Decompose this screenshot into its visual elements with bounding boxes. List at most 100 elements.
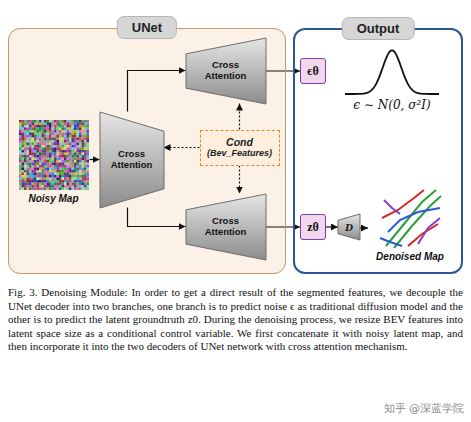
noise-pixel bbox=[49, 187, 52, 190]
attention-block: Cross Attention bbox=[100, 112, 164, 208]
noise-pixel bbox=[56, 152, 59, 155]
noise-pixel bbox=[76, 127, 79, 130]
noise-pixel bbox=[84, 170, 87, 173]
noise-pixel bbox=[74, 150, 77, 153]
noise-pixel bbox=[36, 120, 39, 123]
noise-pixel bbox=[66, 152, 69, 155]
noise-pixel bbox=[36, 132, 39, 135]
noise-pixel bbox=[79, 155, 82, 158]
noise-pixel bbox=[61, 152, 64, 155]
noise-pixel bbox=[59, 185, 62, 188]
segmentation-image bbox=[378, 188, 442, 248]
noise-pixel bbox=[24, 125, 27, 128]
noise-pixel bbox=[59, 152, 62, 155]
noise-pixel bbox=[21, 135, 24, 138]
noise-pixel bbox=[61, 185, 64, 188]
noise-pixel bbox=[44, 175, 47, 178]
noise-pixel bbox=[36, 145, 39, 148]
noise-pixel bbox=[46, 132, 49, 135]
noise-pixel bbox=[66, 130, 69, 133]
noise-pixel bbox=[44, 147, 47, 150]
noise-pixel bbox=[59, 140, 62, 143]
noise-pixel bbox=[69, 157, 72, 160]
flow-arrow bbox=[128, 208, 186, 227]
noise-pixel bbox=[36, 122, 39, 125]
noise-pixel bbox=[71, 162, 74, 165]
noise-pixel bbox=[19, 142, 22, 145]
noise-pixel bbox=[44, 167, 47, 170]
noise-pixel bbox=[19, 120, 22, 123]
noise-pixel bbox=[86, 122, 89, 125]
noise-pixel bbox=[59, 120, 62, 123]
noise-pixel bbox=[81, 127, 84, 130]
noise-pixel bbox=[21, 137, 24, 140]
noise-pixel bbox=[21, 140, 24, 143]
noise-pixel bbox=[31, 147, 34, 150]
noise-pixel bbox=[71, 180, 74, 183]
trapezoid-outline bbox=[186, 194, 266, 260]
noise-pixel bbox=[66, 127, 69, 130]
noise-pixel bbox=[76, 182, 79, 185]
noise-pixel bbox=[84, 130, 87, 133]
noise-pixel bbox=[39, 120, 42, 123]
noise-pixel bbox=[66, 155, 69, 158]
noise-pixel bbox=[34, 165, 37, 168]
noise-pixel bbox=[74, 172, 77, 175]
noise-pixel bbox=[46, 140, 49, 143]
noise-pixel bbox=[19, 160, 22, 163]
noise-pixel bbox=[44, 182, 47, 185]
noise-pixel bbox=[44, 187, 47, 190]
noise-pixel bbox=[84, 180, 87, 183]
noise-pixel bbox=[44, 135, 47, 138]
noise-pixel bbox=[56, 162, 59, 165]
noise-pixel bbox=[71, 172, 74, 175]
noise-pixel bbox=[79, 172, 82, 175]
noise-pixel bbox=[21, 132, 24, 135]
noise-pixel bbox=[29, 175, 32, 178]
noise-pixel bbox=[84, 135, 87, 138]
noise-pixel bbox=[31, 185, 34, 188]
noise-pixel bbox=[74, 145, 77, 148]
noise-pixel bbox=[36, 142, 39, 145]
noise-pixel bbox=[59, 155, 62, 158]
noise-pixel bbox=[31, 150, 34, 153]
gaussian-curve bbox=[345, 50, 439, 94]
noise-pixel bbox=[76, 177, 79, 180]
noise-pixel bbox=[59, 145, 62, 148]
noise-pixel bbox=[24, 162, 27, 165]
noise-pixel bbox=[66, 142, 69, 145]
noise-pixel bbox=[44, 162, 47, 165]
noise-pixel bbox=[26, 187, 29, 190]
noise-pixel bbox=[41, 157, 44, 160]
noise-pixel bbox=[41, 150, 44, 153]
noise-pixel bbox=[69, 132, 72, 135]
noise-pixel bbox=[44, 177, 47, 180]
noise-pixel bbox=[31, 152, 34, 155]
noise-pixel bbox=[29, 127, 32, 130]
noise-pixel bbox=[44, 180, 47, 183]
noise-pixel bbox=[34, 145, 37, 148]
noise-pixel bbox=[81, 167, 84, 170]
noise-pixel bbox=[79, 140, 82, 143]
noise-pixel bbox=[31, 162, 34, 165]
noise-pixel bbox=[21, 142, 24, 145]
noise-pixel bbox=[31, 137, 34, 140]
noise-pixel bbox=[81, 150, 84, 153]
noise-pixel bbox=[51, 162, 54, 165]
noise-pixel bbox=[34, 125, 37, 128]
noise-pixel bbox=[39, 127, 42, 130]
noise-pixel bbox=[64, 120, 67, 123]
noise-pixel bbox=[44, 127, 47, 130]
noise-pixel bbox=[81, 170, 84, 173]
noise-pixel bbox=[34, 157, 37, 160]
noise-pixel bbox=[21, 182, 24, 185]
noise-pixel bbox=[79, 137, 82, 140]
panel-title: UNet bbox=[117, 16, 177, 39]
noise-pixel bbox=[54, 150, 57, 153]
noise-pixel bbox=[44, 160, 47, 163]
noise-pixel bbox=[51, 172, 54, 175]
block-label: Cross Attention bbox=[200, 60, 252, 82]
noise-pixel bbox=[76, 125, 79, 128]
noise-pixel bbox=[29, 137, 32, 140]
noise-pixel bbox=[24, 165, 27, 168]
